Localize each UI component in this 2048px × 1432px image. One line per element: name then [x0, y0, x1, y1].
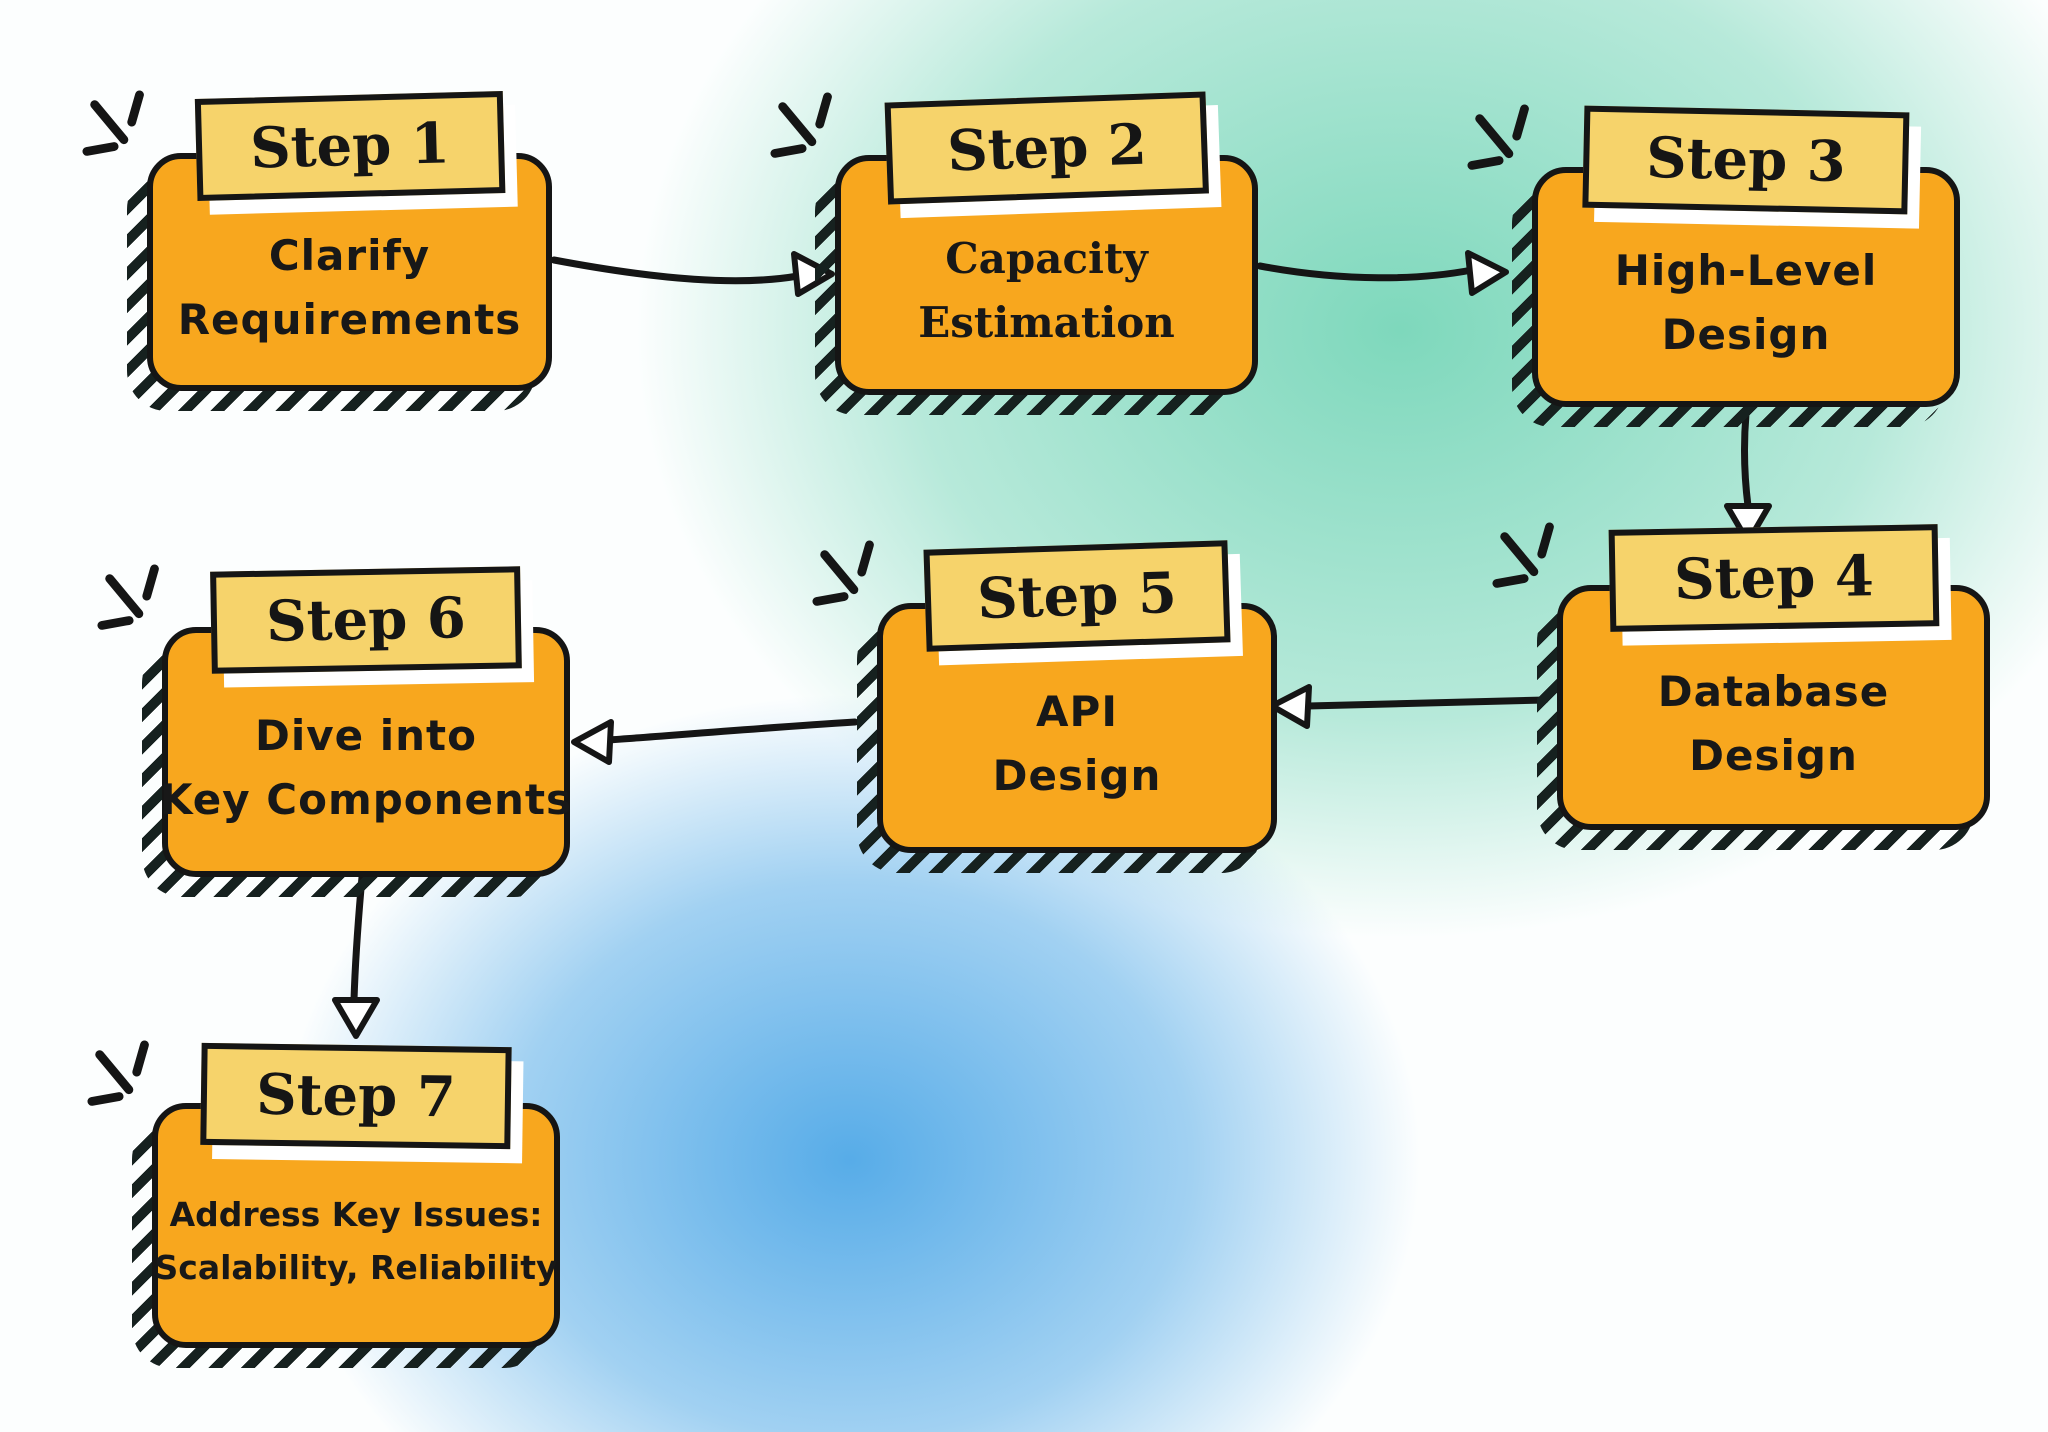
step-3-card: High-Level Design Step 3: [1467, 104, 1960, 427]
step-3-title-line: High-Level: [1614, 246, 1878, 296]
step-5-title-line: Design: [992, 751, 1162, 800]
step-5-card: API Design Step 5: [812, 540, 1277, 873]
step-4-label: Step 4: [1608, 524, 1939, 632]
arrow-step2-step3: [1256, 262, 1476, 282]
step-3-title: High-Level Design: [1538, 173, 1954, 401]
step-1-title-line: Clarify: [268, 231, 431, 281]
step-6-label: Step 6: [210, 566, 522, 674]
arrow-step1-step2: [550, 256, 802, 285]
sparkle-icon: [812, 540, 874, 606]
step-2-title-line: Capacity: [945, 234, 1148, 284]
sparkle-icon: [770, 92, 832, 158]
arrow-step5-step6: [604, 718, 859, 744]
step-1-title-line: Requirements: [177, 295, 522, 344]
sparkle-icon: [1492, 522, 1554, 588]
arrowhead-left-step5: [1269, 684, 1312, 729]
sparkle-icon: [82, 90, 144, 156]
step-2-card: Capacity Estimation Step 2: [770, 91, 1258, 415]
arrow-step3-step4: [1741, 410, 1752, 510]
step-2-label: Step 2: [884, 91, 1209, 205]
step-7-title-line: Address Key Issues:: [169, 1194, 543, 1234]
step-6-title-line: Key Components: [160, 775, 573, 824]
step-2-title: Capacity Estimation: [841, 161, 1252, 389]
step-6-title-line: Dive into: [255, 711, 477, 761]
sparkle-icon: [97, 564, 159, 630]
step-7-card: Address Key Issues: Scalability, Reliabi…: [87, 1040, 560, 1368]
arrowhead-right-step3: [1465, 250, 1509, 296]
step-6-card: Dive into Key Components Step 6: [97, 564, 571, 897]
sparkle-icon: [1467, 104, 1529, 170]
arrowhead-left-step6: [571, 719, 614, 765]
step-1-title: Clarify Requirements: [153, 159, 546, 385]
step-6-title: Dive into Key Components: [160, 633, 571, 871]
step-5-title: API Design: [883, 609, 1271, 847]
step-7-title-line: Scalability, Reliability: [154, 1247, 558, 1287]
arrowhead-down-step7: [332, 997, 380, 1039]
step-7-label: Step 7: [200, 1042, 512, 1150]
step-4-title-line: Design: [1689, 730, 1858, 780]
step-7-title: Address Key Issues: Scalability, Reliabi…: [155, 1109, 558, 1342]
step-4-title-line: Database: [1657, 666, 1890, 716]
arrow-step4-step5: [1304, 696, 1549, 710]
step-3-label: Step 3: [1582, 105, 1910, 215]
step-1-label: Step 1: [194, 90, 505, 202]
arrowhead-down-step4: [1724, 503, 1772, 545]
step-5-title-line: API: [1036, 687, 1118, 737]
step-3-title-line: Design: [1661, 310, 1831, 359]
step-5-label: Step 5: [923, 540, 1231, 652]
step-1-card: Clarify Requirements Step 1: [82, 90, 552, 411]
step-4-title: Database Design: [1563, 591, 1984, 824]
sparkle-icon: [87, 1040, 149, 1106]
step-4-card: Database Design Step 4: [1492, 522, 1990, 850]
step-2-title-line: Estimation: [918, 298, 1175, 347]
